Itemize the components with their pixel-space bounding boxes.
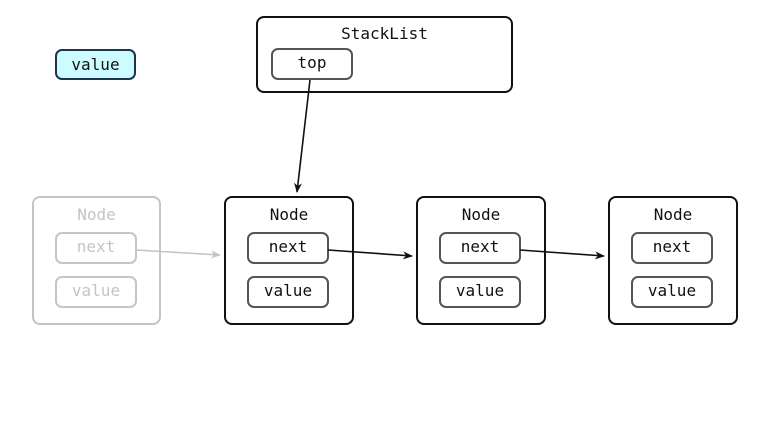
node-2: Node next value <box>416 196 546 325</box>
node-1: Node next value <box>224 196 354 325</box>
node-title: Node <box>461 205 501 224</box>
node-value-field: value <box>55 276 137 308</box>
node-next-field: next <box>247 232 329 264</box>
node2-next-arrow <box>519 249 605 260</box>
node-ghost: Node next value <box>32 196 161 325</box>
node-next-field: next <box>439 232 521 264</box>
node-3: Node next value <box>608 196 738 325</box>
node-next-field: next <box>55 232 137 264</box>
node1-next-arrow <box>327 249 413 260</box>
node-next-field: next <box>631 232 713 264</box>
stacklist-title: StackList <box>341 24 428 43</box>
stacklist-top-field: top <box>271 48 353 80</box>
node-title: Node <box>77 205 116 224</box>
value-chip: value <box>55 49 136 80</box>
node-value-field: value <box>247 276 329 308</box>
top-pointer-arrow <box>294 79 311 193</box>
stacklist-box: StackList top <box>256 16 513 93</box>
node-value-field: value <box>439 276 521 308</box>
node-title: Node <box>269 205 309 224</box>
node-value-field: value <box>631 276 713 308</box>
ghost-next-arrow <box>135 249 221 259</box>
node-title: Node <box>653 205 693 224</box>
